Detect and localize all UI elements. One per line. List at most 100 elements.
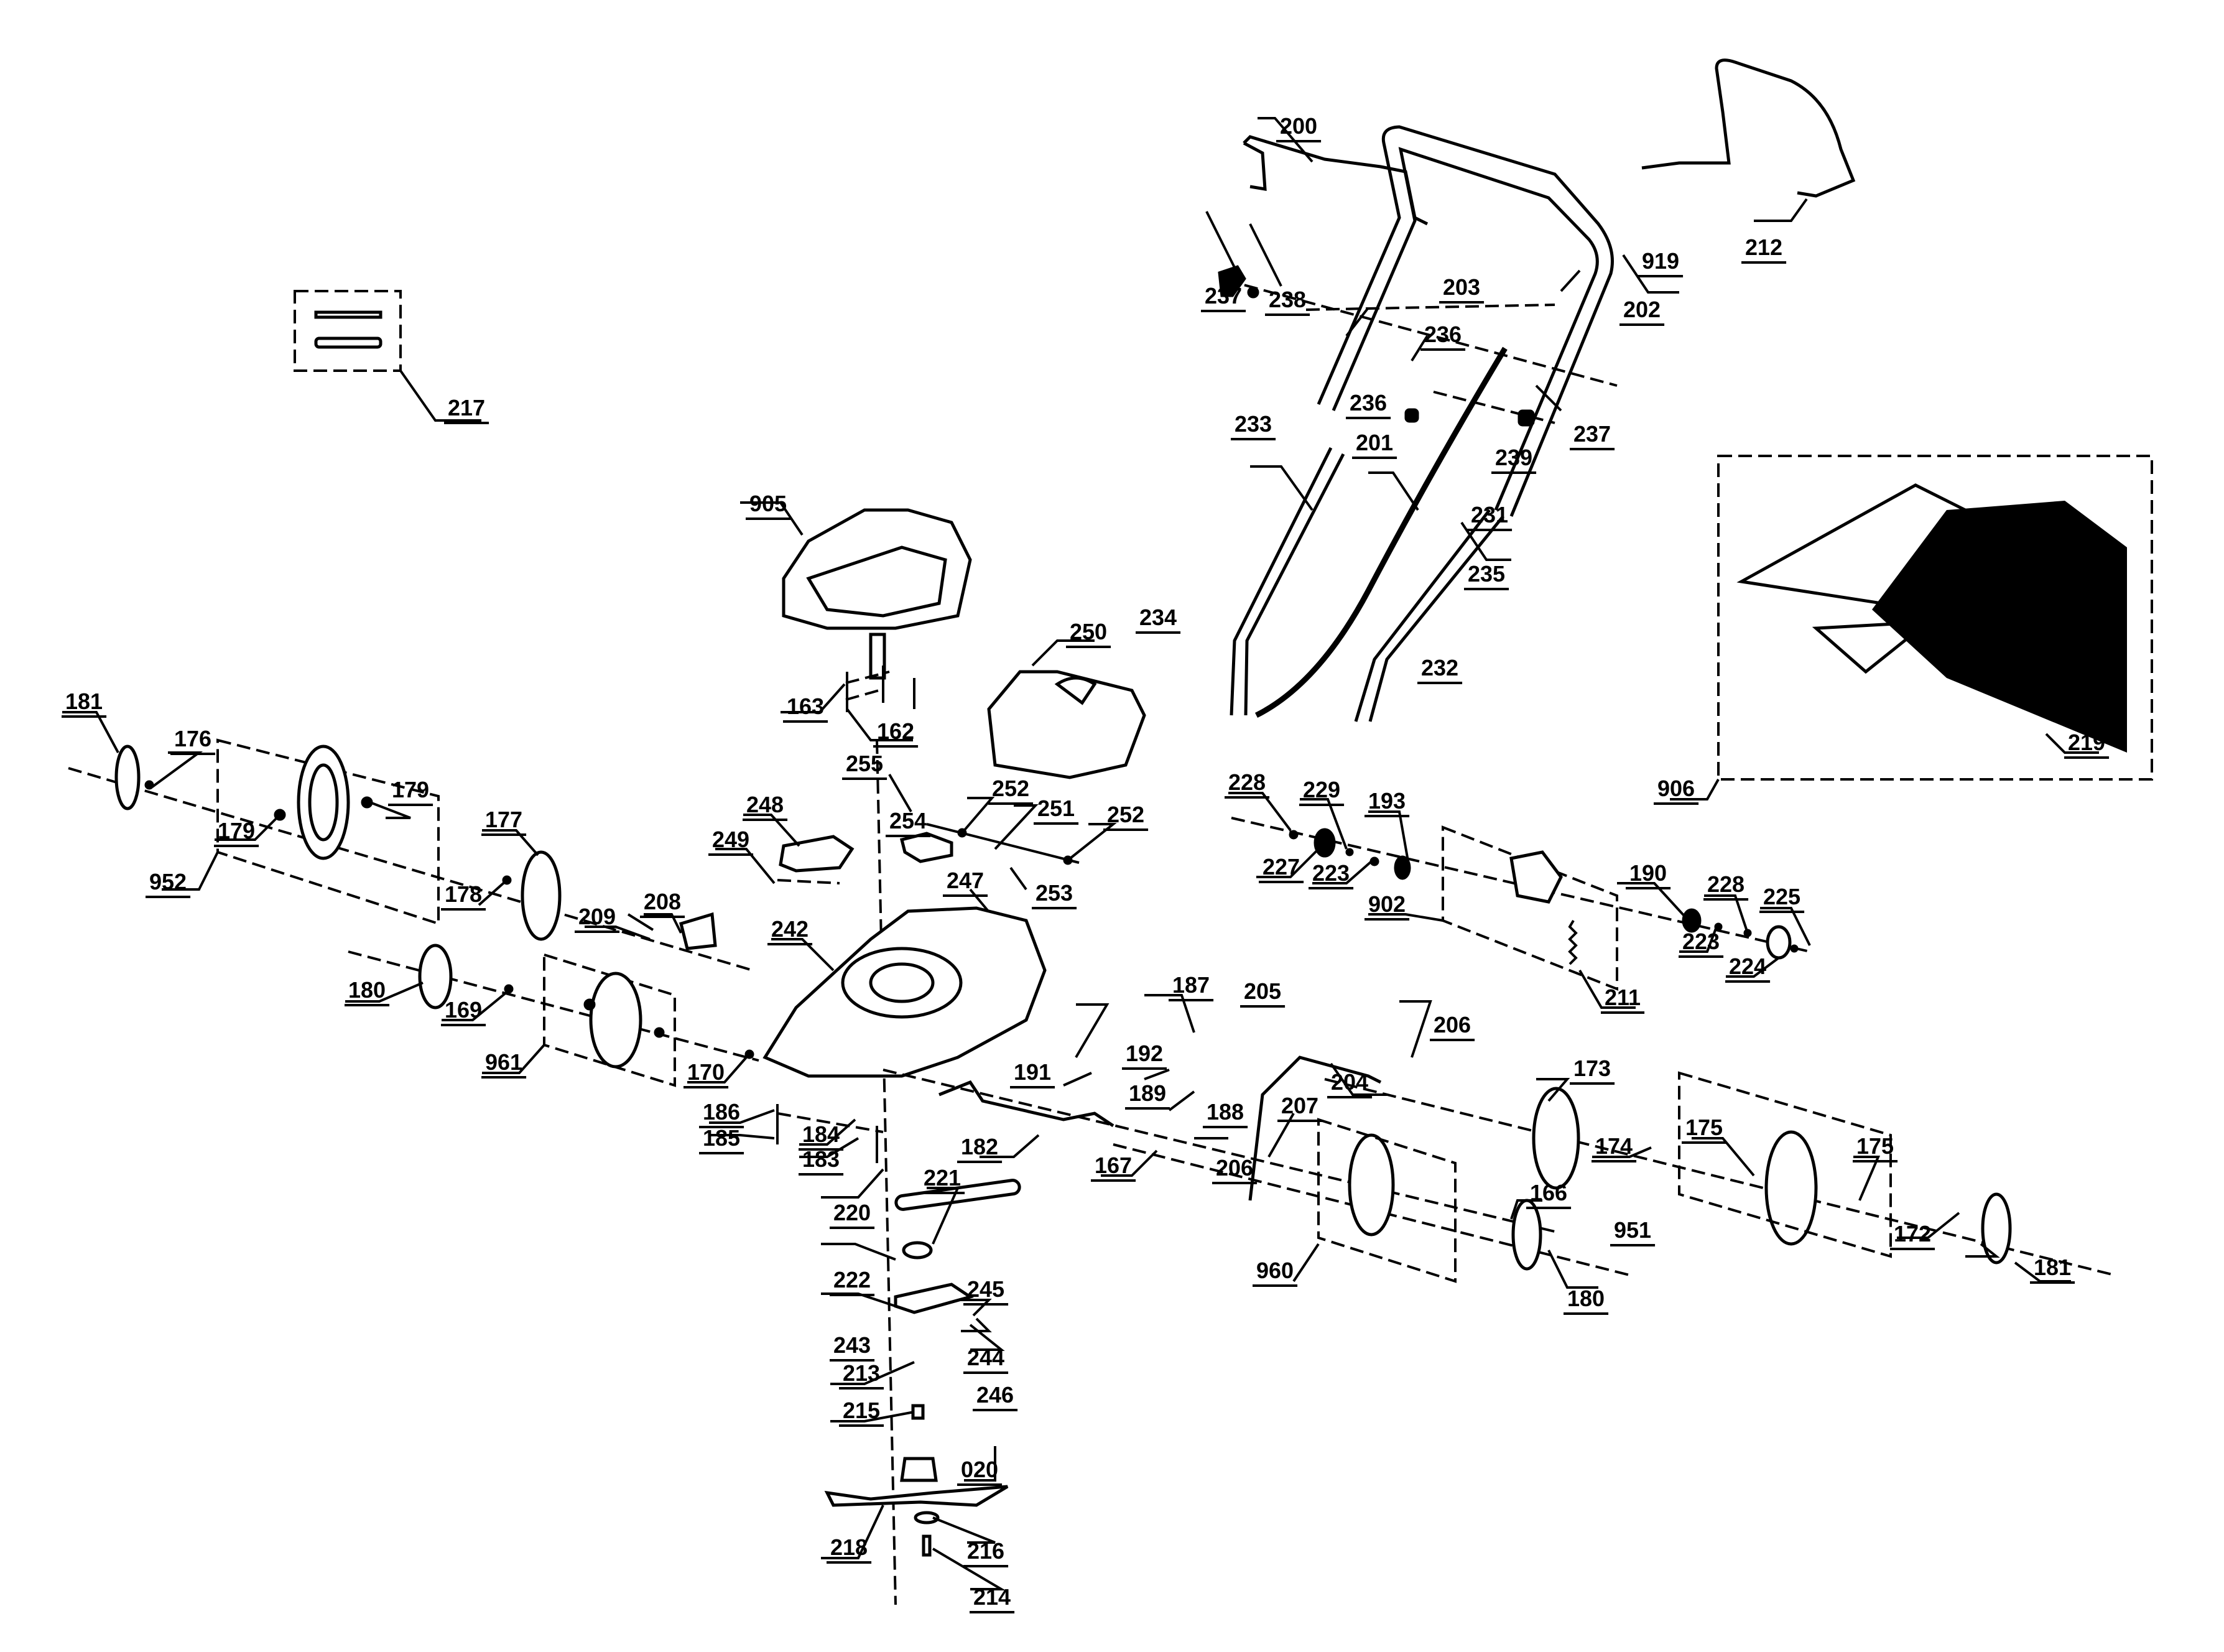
label-176: 176 [174, 726, 211, 751]
engine-bolts [781, 666, 915, 1605]
front-axle [883, 994, 2115, 1289]
label-181-right: 181 [2034, 1255, 2071, 1280]
label-237-right: 237 [1573, 421, 1611, 447]
label-179-right: 179 [392, 777, 429, 802]
part-200-lever [1243, 117, 1429, 226]
label-175-right: 175 [1856, 1133, 1894, 1159]
label-190: 190 [1629, 860, 1667, 886]
part-905-engine [740, 501, 972, 680]
label-227: 227 [1263, 854, 1300, 879]
label-238: 238 [1269, 287, 1306, 312]
label-919: 919 [1642, 248, 1679, 274]
part-212-bail [1641, 58, 1856, 222]
gearbox-902 [1228, 792, 1811, 1009]
label-191: 191 [1014, 1059, 1051, 1085]
label-193: 193 [1368, 788, 1406, 814]
label-225: 225 [1763, 884, 1800, 909]
label-253: 253 [1036, 880, 1073, 906]
part-250-cover [987, 639, 1146, 779]
label-192: 192 [1126, 1041, 1163, 1066]
label-246: 246 [976, 1382, 1014, 1408]
label-166: 166 [1530, 1180, 1567, 1205]
label-217: 217 [448, 395, 485, 420]
label-239: 239 [1495, 445, 1532, 470]
label-206-bottom: 206 [1216, 1155, 1253, 1181]
label-172: 172 [1894, 1221, 1931, 1246]
wheel-group-961 [345, 944, 759, 1087]
label-236-lower: 236 [1350, 390, 1387, 415]
label-187: 187 [1172, 972, 1210, 998]
label-178: 178 [445, 881, 482, 907]
label-905: 905 [749, 491, 787, 516]
label-182: 182 [961, 1134, 998, 1159]
grass-bag-906 [1670, 455, 2153, 800]
label-235: 235 [1468, 561, 1505, 587]
label-179-left: 179 [218, 818, 255, 843]
label-245: 245 [967, 1276, 1004, 1302]
label-181-left: 181 [65, 689, 103, 714]
label-247: 247 [947, 868, 984, 893]
label-952: 952 [149, 869, 187, 894]
label-212: 212 [1745, 234, 1782, 260]
label-254: 254 [889, 808, 927, 833]
part-248-flap [715, 814, 855, 884]
label-201: 201 [1356, 430, 1393, 455]
wheel-group-952 [62, 711, 753, 972]
label-218: 218 [830, 1534, 868, 1560]
label-202: 202 [1623, 297, 1661, 322]
label-232: 232 [1421, 655, 1458, 680]
label-224: 224 [1729, 954, 1766, 979]
label-242: 242 [771, 916, 809, 942]
label-243: 243 [833, 1332, 871, 1358]
label-255: 255 [846, 751, 883, 776]
label-175-left: 175 [1685, 1115, 1723, 1140]
label-906: 906 [1657, 776, 1695, 801]
label-205: 205 [1244, 978, 1281, 1004]
label-960: 960 [1256, 1258, 1294, 1283]
label-248: 248 [746, 792, 784, 817]
label-214: 214 [973, 1584, 1011, 1610]
label-173: 173 [1573, 1056, 1611, 1081]
part-labels: 217 200 919 212 237 238 203 236 202 236 … [62, 113, 2110, 1613]
lower-handles [1230, 346, 1511, 722]
handle-hardware [1205, 211, 1618, 427]
label-237-top: 237 [1205, 283, 1242, 309]
label-250: 250 [1070, 619, 1107, 644]
label-180-left: 180 [348, 977, 386, 1003]
label-186: 186 [703, 1099, 740, 1125]
label-188: 188 [1207, 1099, 1244, 1125]
label-222: 222 [833, 1267, 871, 1292]
label-221: 221 [924, 1165, 961, 1190]
label-162: 162 [877, 718, 914, 744]
label-200: 200 [1280, 113, 1317, 139]
label-223-right: 223 [1682, 929, 1720, 954]
label-236-upper: 236 [1424, 322, 1462, 347]
axle-hardware [709, 1104, 1158, 1177]
part-217-kit [294, 290, 481, 422]
label-228-right: 228 [1707, 871, 1744, 897]
label-951: 951 [1614, 1217, 1651, 1243]
label-206-top: 206 [1434, 1012, 1471, 1037]
label-167: 167 [1095, 1153, 1132, 1178]
label-220: 220 [833, 1200, 871, 1225]
label-961: 961 [485, 1049, 522, 1075]
label-203: 203 [1443, 274, 1480, 300]
label-189: 189 [1129, 1080, 1166, 1106]
label-204: 204 [1331, 1069, 1368, 1095]
label-223-left: 223 [1312, 860, 1350, 886]
label-163: 163 [787, 694, 824, 719]
label-233: 233 [1235, 411, 1272, 437]
label-213: 213 [843, 1360, 880, 1386]
blade-stack [821, 1168, 1021, 1590]
label-211: 211 [1605, 985, 1641, 1010]
label-020: 020 [961, 1457, 998, 1482]
label-228-left: 228 [1228, 769, 1266, 795]
label-231: 231 [1471, 502, 1508, 527]
label-209: 209 [578, 904, 616, 929]
part-919-handle [1317, 125, 1679, 517]
label-251: 251 [1037, 796, 1075, 821]
label-185: 185 [703, 1125, 740, 1151]
label-244: 244 [967, 1345, 1004, 1370]
label-208: 208 [644, 889, 681, 914]
